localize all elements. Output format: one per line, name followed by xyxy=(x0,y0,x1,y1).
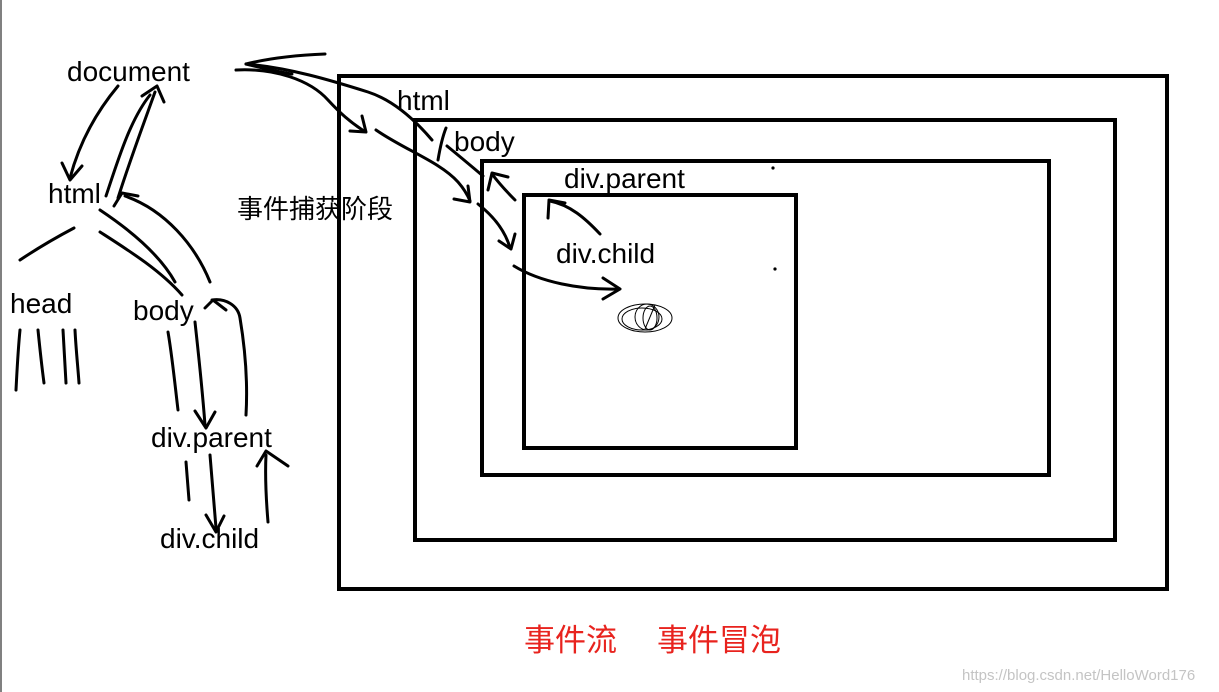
capture-phase-label: 事件捕获阶段 xyxy=(237,195,394,225)
tree-label-body: body xyxy=(133,295,194,326)
tree-label-div-parent: div.parent xyxy=(151,422,272,453)
tree-label-div-child: div.child xyxy=(160,523,260,554)
box-label-body: body xyxy=(454,126,515,157)
dot-mark xyxy=(771,166,775,170)
box-body xyxy=(413,118,1117,542)
box-label-div-child: div.child xyxy=(556,238,656,269)
click-scribble xyxy=(617,303,673,333)
tree-label-head: head xyxy=(10,288,73,319)
tree-label-document: document xyxy=(67,56,190,87)
watermark-url: https://blog.csdn.net/HelloWord176 xyxy=(962,667,1196,684)
bubble-arrow xyxy=(244,52,602,236)
tree-html-head-branch xyxy=(18,226,76,262)
tree-parent-child-arrows xyxy=(184,449,290,534)
box-div-parent xyxy=(480,159,1051,477)
box-div-child xyxy=(522,193,798,450)
caption-event-flow: 事件流 xyxy=(524,623,617,659)
tree-label-html: html xyxy=(48,178,101,209)
tree-html-body-arrows xyxy=(98,191,212,297)
tree-body-parent-arrows xyxy=(166,298,249,430)
tree-document-html-arrows xyxy=(60,84,166,200)
box-html xyxy=(337,74,1169,591)
caption-event-bubbling: 事件冒泡 xyxy=(657,623,781,659)
head-strokes xyxy=(14,328,81,392)
capture-arrow xyxy=(234,68,622,301)
dot-mark xyxy=(773,267,777,271)
box-label-div-parent: div.parent xyxy=(564,163,685,194)
box-label-html: html xyxy=(397,85,450,116)
